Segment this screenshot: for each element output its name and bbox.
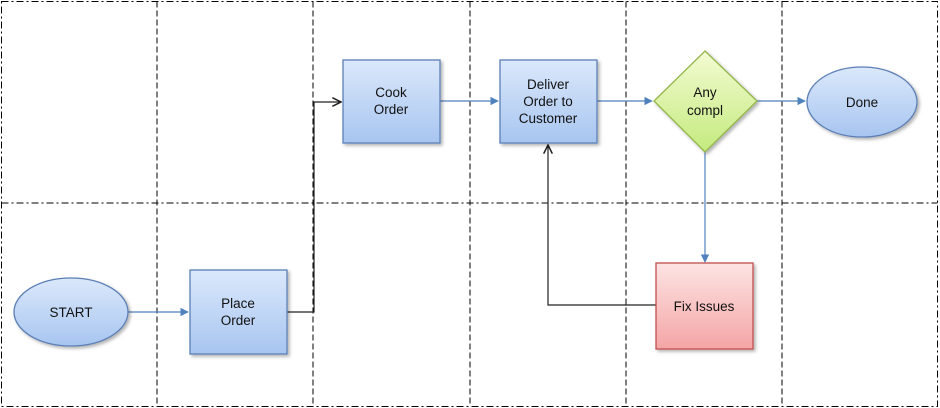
cook-order-node-label-line-1: Cook	[375, 85, 407, 100]
done-node-label: Done	[846, 95, 878, 110]
cook-order-node-shape	[342, 59, 441, 144]
fix-issues-node-label: Fix Issues	[674, 299, 735, 314]
deliver-order-node-shape	[499, 59, 598, 144]
start-node[interactable]: START	[13, 277, 129, 347]
any-compl-decision-node-label-line-2: compl	[687, 103, 723, 118]
done-node[interactable]: Done	[806, 66, 918, 138]
connector-place-order-to-cook-order	[287, 102, 341, 313]
connectors	[128, 96, 806, 317]
fix-issues-node-shape	[655, 262, 754, 350]
cook-order-node-label-line-2: Order	[374, 102, 409, 117]
fix-issues-node[interactable]: Fix Issues	[655, 262, 754, 350]
any-compl-decision-node-shape	[653, 50, 758, 153]
done-node-shape	[806, 66, 918, 138]
place-order-node-shape	[189, 269, 288, 355]
place-order-node[interactable]: Place Order	[189, 269, 288, 355]
deliver-order-node[interactable]: Deliver Order to Customer	[499, 59, 598, 144]
any-compl-decision-node[interactable]: Any compl	[653, 50, 758, 153]
deliver-order-node-label-line-1: Deliver	[527, 77, 570, 92]
deliver-order-node-label-line-3: Customer	[519, 111, 578, 126]
cook-order-node[interactable]: Cook Order	[342, 59, 441, 144]
place-order-node-label-line-1: Place	[221, 296, 255, 311]
start-node-shape	[13, 277, 129, 347]
deliver-order-node-label-line-2: Order to	[523, 94, 573, 109]
connector-fix-issues-to-deliver-order	[548, 145, 656, 306]
any-compl-decision-node-label-line-1: Any	[693, 85, 717, 100]
start-node-label: START	[49, 305, 92, 320]
place-order-node-label-line-2: Order	[221, 313, 256, 328]
